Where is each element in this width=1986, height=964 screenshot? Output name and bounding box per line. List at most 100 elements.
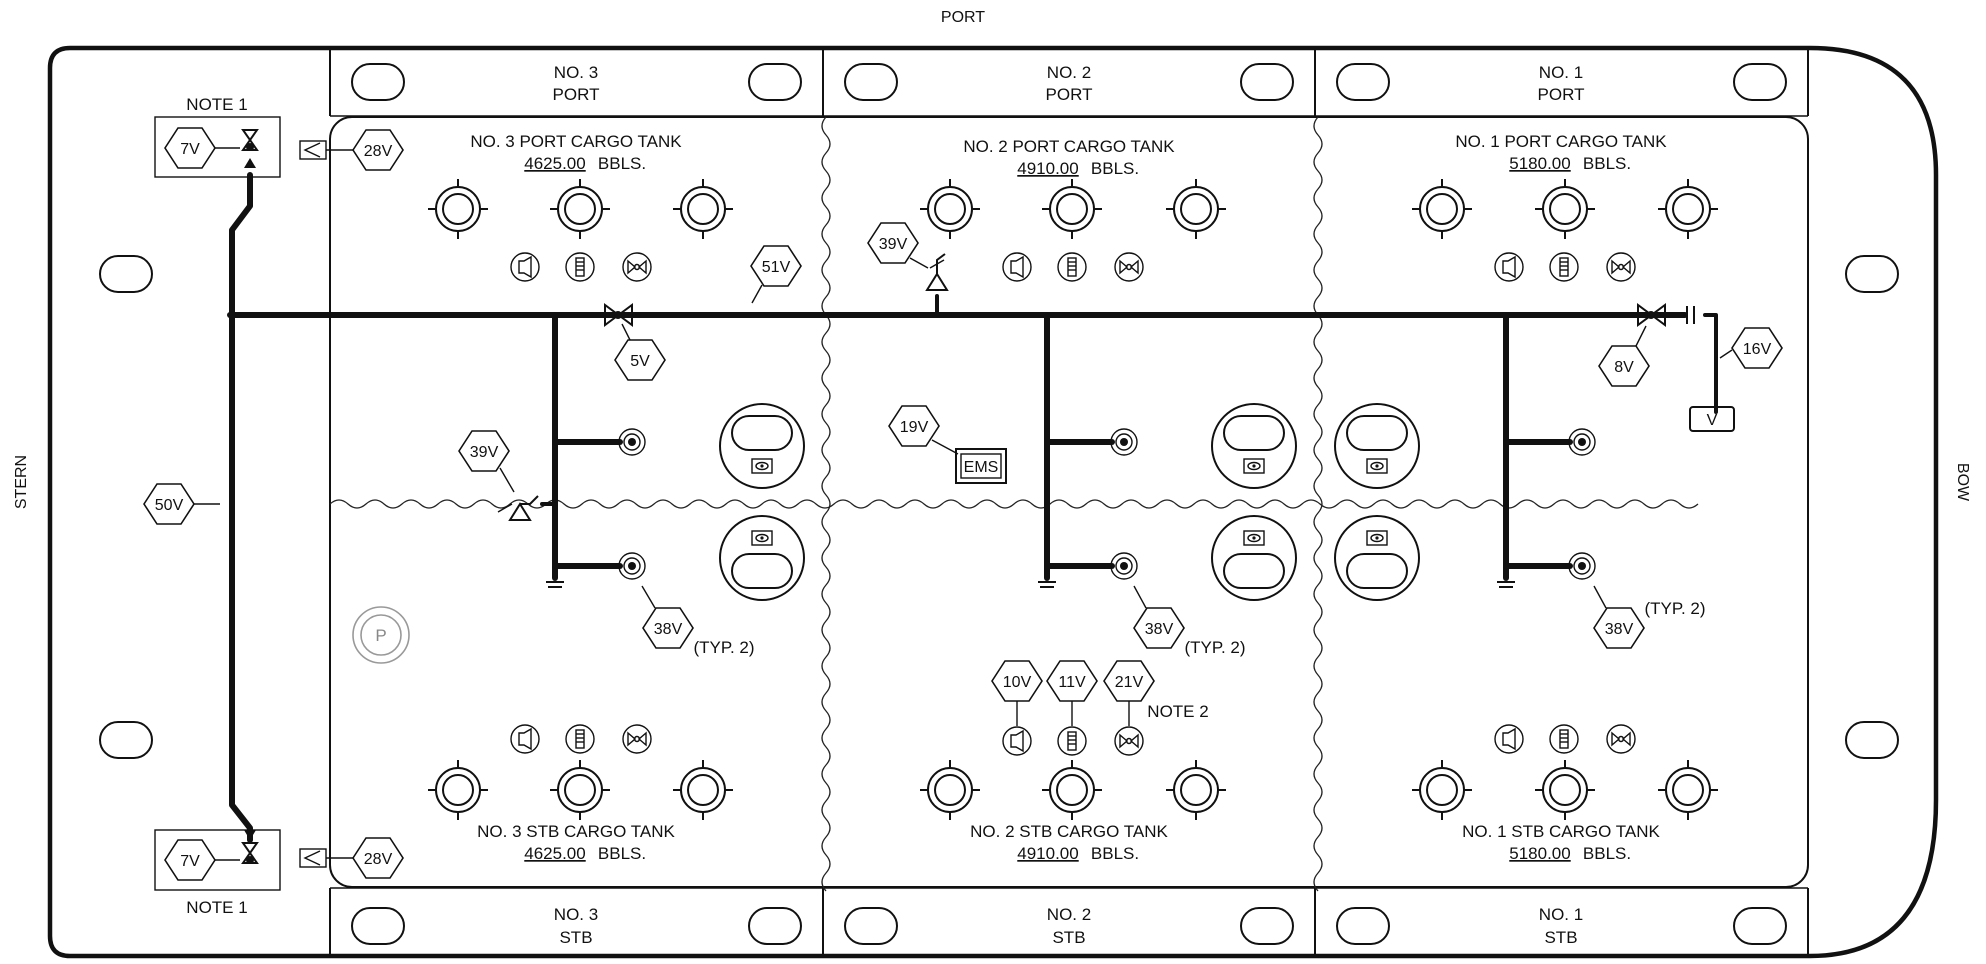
svg-text:19V: 19V (900, 419, 929, 436)
svg-text:28V: 28V (364, 143, 393, 160)
svg-text:10V: 10V (1003, 674, 1032, 691)
stern-direction-label: STERN (13, 455, 30, 509)
tag-21v: 21V (1103, 660, 1155, 726)
stb-tank-1-label: NO. 1 STB CARGO TANK 5180.00 BBLS. (1462, 822, 1660, 863)
note1-bottom-label: NOTE 1 (186, 898, 247, 917)
relief-valve-icon (497, 253, 949, 521)
note1-box-top (154, 116, 281, 178)
wing-stb-2-name: NO. 2 (1047, 905, 1091, 924)
svg-text:16V: 16V (1743, 341, 1772, 358)
svg-text:50V: 50V (155, 497, 184, 514)
v-box-label: V (1707, 412, 1718, 429)
bulkhead-3-2 (821, 116, 831, 892)
svg-text:7V: 7V (180, 853, 200, 870)
tag-8v: 8V (1598, 325, 1650, 387)
bulkhead-2-1 (1313, 116, 1323, 892)
tag-39v-left: 39V (458, 430, 515, 493)
tag-51v: 51V (750, 245, 802, 304)
ems-box: EMS (955, 448, 1007, 484)
stb-hatches (427, 759, 1719, 821)
vent-box-icons (299, 140, 327, 868)
tag-7v-bottom: 7V (164, 839, 240, 881)
wing-port-3-name: NO. 3 (554, 63, 598, 82)
tag-7v-top: 7V (164, 127, 240, 169)
hull-outline (47, 45, 1939, 959)
valve-icon (604, 303, 1695, 327)
svg-text:28V: 28V (364, 851, 393, 868)
bow-direction-label: BOW (1954, 463, 1971, 502)
svg-text:38V: 38V (1145, 621, 1174, 638)
tag-19v: 19V (888, 405, 959, 455)
svg-text:39V: 39V (879, 236, 908, 253)
stb-tank-1-volume: 5180.00 (1509, 844, 1570, 863)
svg-text:11V: 11V (1058, 674, 1086, 691)
stb-tank-1-unit: BBLS. (1583, 844, 1631, 863)
p-mark-icon: P (352, 606, 410, 664)
port-tank-2-name: NO. 2 PORT CARGO TANK (963, 137, 1175, 156)
port-tank-1-name: NO. 1 PORT CARGO TANK (1455, 132, 1667, 151)
port-tank-2-volume: 4910.00 (1017, 159, 1078, 178)
wing-stb-2-side: STB (1052, 928, 1085, 947)
stb-tank-3-name: NO. 3 STB CARGO TANK (477, 822, 675, 841)
svg-text:7V: 7V (180, 141, 200, 158)
port-hatches (427, 178, 1719, 240)
stb-tank-2-label: NO. 2 STB CARGO TANK 4910.00 BBLS. (970, 822, 1168, 863)
port-tank-3-label: NO. 3 PORT CARGO TANK 4625.00 BBLS. (470, 132, 682, 173)
stb-tank-2-unit: BBLS. (1091, 844, 1139, 863)
port-tank-3-unit: BBLS. (598, 154, 646, 173)
svg-text:39V: 39V (470, 444, 499, 461)
tag-38v-3: 38V (641, 585, 694, 649)
port-tank-1-volume: 5180.00 (1509, 154, 1570, 173)
wing-port-2-side: PORT (1046, 85, 1093, 104)
note1-top-label: NOTE 1 (186, 95, 247, 114)
wing-port-1-name: NO. 1 (1539, 63, 1583, 82)
wing-port-1-side: PORT (1538, 85, 1585, 104)
note1-box-bottom (154, 829, 281, 891)
tag-28v-bottom: 28V (326, 837, 404, 879)
svg-text:38V: 38V (654, 621, 683, 638)
tag-5v: 5V (614, 323, 666, 381)
typ2-label-3: (TYP. 2) (693, 638, 754, 657)
stb-tank-3-unit: BBLS. (598, 844, 646, 863)
cargo-block-outline (329, 116, 1809, 888)
port-tank-1-label: NO. 1 PORT CARGO TANK 5180.00 BBLS. (1455, 132, 1667, 173)
tag-39v-top: 39V (867, 222, 929, 269)
port-tank-2-unit: BBLS. (1091, 159, 1139, 178)
stb-tank-2-name: NO. 2 STB CARGO TANK (970, 822, 1168, 841)
stb-tank-2-volume: 4910.00 (1017, 844, 1078, 863)
vent-v-box: V (1689, 406, 1735, 432)
stb-instruments (510, 724, 1636, 756)
wing-stb-1-side: STB (1544, 928, 1577, 947)
port-tank-3-name: NO. 3 PORT CARGO TANK (470, 132, 682, 151)
wing-stb-1-name: NO. 1 (1539, 905, 1583, 924)
wing-stb-3-side: STB (559, 928, 592, 947)
ems-label: EMS (964, 459, 999, 476)
tag-38v-2: 38V (1133, 585, 1185, 649)
manholes (719, 403, 1420, 601)
drain-icons (546, 581, 1515, 588)
tag-11v: 11V (1046, 660, 1098, 726)
tag-38v-1: 38V (1593, 585, 1645, 649)
sight-fittings (618, 428, 1596, 580)
svg-text:8V: 8V (1614, 359, 1634, 376)
wing-stb-3-name: NO. 3 (554, 905, 598, 924)
main-pipeline (227, 172, 1718, 843)
typ2-label-1: (TYP. 2) (1644, 599, 1705, 618)
stb-tank-1-name: NO. 1 STB CARGO TANK (1462, 822, 1660, 841)
stb-tank-3-volume: 4625.00 (524, 844, 585, 863)
svg-text:51V: 51V (762, 259, 791, 276)
port-direction-label: PORT (941, 9, 985, 26)
svg-text:5V: 5V (630, 353, 650, 370)
stb-tank-3-label: NO. 3 STB CARGO TANK 4625.00 BBLS. (477, 822, 675, 863)
tag-50v: 50V (143, 483, 220, 525)
tag-10v: 10V (991, 660, 1043, 726)
wing-port-3-side: PORT (553, 85, 600, 104)
centerline-bulkhead (329, 499, 1699, 509)
port-instruments (510, 252, 1636, 282)
tag-28v-top: 28V (326, 129, 404, 171)
svg-text:38V: 38V (1605, 621, 1634, 638)
p-mark-label: P (375, 626, 386, 645)
hull-valve-icons (241, 129, 259, 864)
port-tank-2-label: NO. 2 PORT CARGO TANK 4910.00 BBLS. (963, 137, 1175, 178)
